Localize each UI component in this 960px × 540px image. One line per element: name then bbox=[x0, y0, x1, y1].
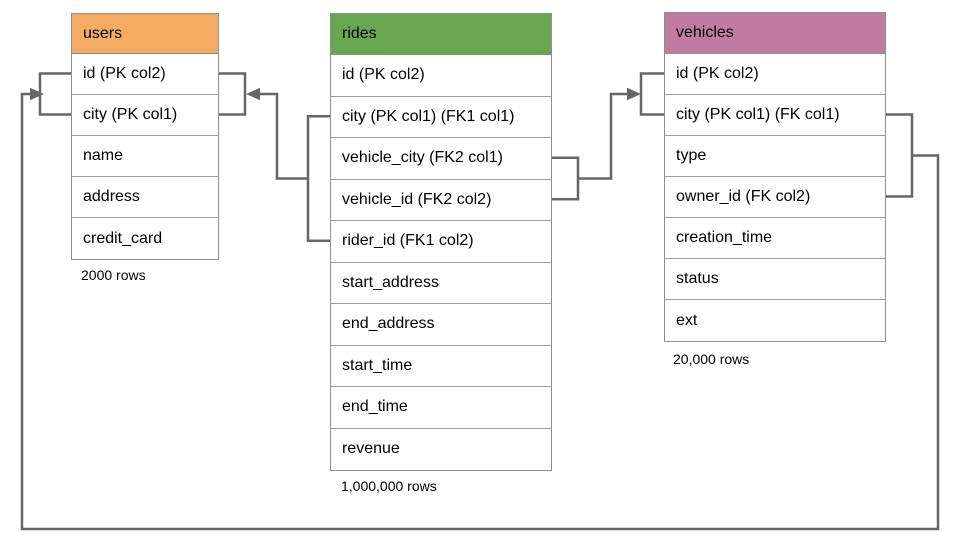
table-rides-column: end_time bbox=[331, 387, 551, 429]
table-rides-column: end_address bbox=[331, 304, 551, 346]
table-users-column: city (PK col1) bbox=[72, 95, 218, 136]
table-rides-column: start_address bbox=[331, 262, 551, 304]
table-users-header: users bbox=[72, 14, 218, 54]
table-rides-column: vehicle_id (FK2 col2) bbox=[331, 179, 551, 221]
table-rides-header: rides bbox=[331, 14, 551, 55]
users-pk-bracket-right bbox=[219, 72, 247, 116]
arrow-to-vehicles-icon bbox=[627, 87, 641, 101]
vehicles-row-count-label: 20,000 rows bbox=[673, 351, 750, 367]
rides-fk1-bracket bbox=[306, 115, 330, 243]
table-rides-column: id (PK col2) bbox=[331, 55, 551, 97]
table-vehicles-column: ext bbox=[665, 300, 885, 341]
arrow-to-users-left-icon bbox=[30, 87, 44, 101]
table-vehicles: vehicles id (PK col2) city (PK col1) (FK… bbox=[664, 12, 886, 342]
rides-fk2-bracket bbox=[552, 156, 580, 201]
table-vehicles-column: type bbox=[665, 136, 885, 177]
rides-to-users-link bbox=[260, 92, 308, 180]
users-pk-bracket-left bbox=[38, 72, 71, 116]
vehicles-fk-bracket bbox=[886, 113, 914, 198]
vehicles-pk-bracket-left bbox=[639, 72, 664, 116]
users-row-count-label: 2000 rows bbox=[81, 267, 146, 283]
relationship-rides-to-users bbox=[219, 72, 330, 243]
table-rides-column: city (PK col1) (FK1 col1) bbox=[331, 96, 551, 138]
table-rides-column: rider_id (FK1 col2) bbox=[331, 221, 551, 263]
table-users: users id (PK col2) city (PK col1) name a… bbox=[71, 13, 219, 260]
table-users-column: id (PK col2) bbox=[72, 54, 218, 95]
table-vehicles-column: id (PK col2) bbox=[665, 54, 885, 95]
table-users-column: address bbox=[72, 177, 218, 218]
table-rides-column: revenue bbox=[331, 428, 551, 470]
table-vehicles-column: status bbox=[665, 259, 885, 300]
table-vehicles-header: vehicles bbox=[665, 13, 885, 54]
table-users-column: name bbox=[72, 136, 218, 177]
rides-to-vehicles-link bbox=[578, 92, 627, 180]
table-users-column: credit_card bbox=[72, 218, 218, 259]
arrow-to-users-icon bbox=[246, 87, 260, 101]
table-rides-column: start_time bbox=[331, 345, 551, 387]
relationship-rides-to-vehicles bbox=[552, 72, 664, 201]
table-rides-column: vehicle_city (FK2 col1) bbox=[331, 138, 551, 180]
table-vehicles-column: city (PK col1) (FK col1) bbox=[665, 95, 885, 136]
table-rides: rides id (PK col2) city (PK col1) (FK1 c… bbox=[330, 13, 552, 471]
rides-row-count-label: 1,000,000 rows bbox=[341, 478, 437, 494]
table-vehicles-column: creation_time bbox=[665, 218, 885, 259]
table-vehicles-column: owner_id (FK col2) bbox=[665, 177, 885, 218]
